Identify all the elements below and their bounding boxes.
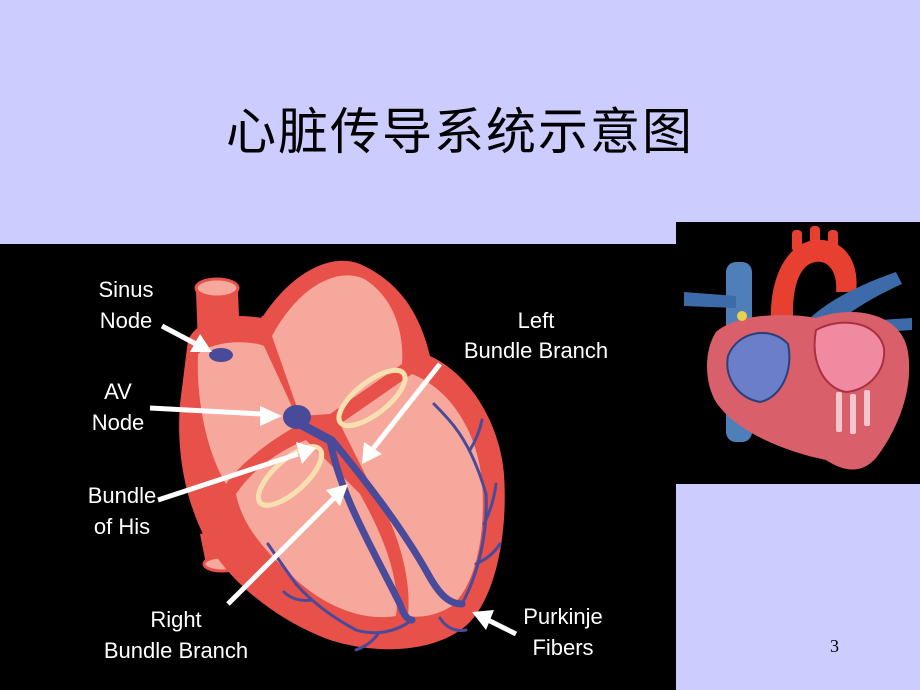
label-sinus-node: Sinus Node [98,277,153,333]
svg-text:AV: AV [104,379,132,404]
papillary-muscles [836,390,870,434]
aortic-arch [770,239,857,332]
svg-text:Bundle Branch: Bundle Branch [104,638,248,663]
arrow-left-bundle-branch [362,362,442,464]
pointer-arrows [149,323,518,637]
left-chamber [813,321,886,394]
svg-text:Sinus: Sinus [98,277,153,302]
svg-text:Right: Right [150,607,201,632]
sa-node-spot [737,311,747,321]
svg-text:Node: Node [100,308,153,333]
superior-vessel-opening [194,277,240,299]
svg-text:Left: Left [518,308,555,333]
purkinje-fibers-network [266,402,502,652]
heart-anatomy-illustration [684,226,912,470]
left-ventricle [340,374,483,617]
right-bundle-branch-path [326,436,416,624]
bundle-of-his [295,419,335,445]
svg-text:of His: of His [94,514,150,539]
right-chamber [726,331,791,404]
svg-text:Bundle: Bundle [88,483,157,508]
left-bundle-branch-path [328,436,466,608]
arrow-right-bundle-branch [226,484,348,606]
heart-conduction-diagram: Sinus Node AV Node Bundle of His Right B… [0,244,676,690]
aortic-branch-1 [792,230,802,252]
label-purkinje-fibers: Purkinje Fibers [523,604,602,660]
aortic-branch-3 [828,230,838,252]
page-number: 3 [830,636,839,656]
label-right-bundle-branch: Right Bundle Branch [104,607,248,663]
page-title: 心脏传导系统示意图 [226,103,694,161]
valve-ring-left [336,367,408,429]
arrow-sinus-node [160,323,212,352]
left-vessel [684,292,736,308]
label-bundle-of-his: Bundle of His [88,483,157,539]
svg-text:Fibers: Fibers [532,635,593,660]
heart-anatomy-inset [676,222,920,484]
label-left-bundle-branch: Left Bundle Branch [464,308,608,363]
arrow-av-node [149,405,282,426]
heart-illustration: Sinus Node AV Node Bundle of His Right B… [88,260,608,663]
svg-text:Node: Node [92,410,145,435]
arrow-purkinje-fibers [472,610,518,637]
valve-ring-right [255,444,325,508]
svg-text:Purkinje: Purkinje [523,604,602,629]
arrow-bundle-of-his [157,442,316,503]
svg-text:Bundle Branch: Bundle Branch [464,338,608,363]
right-ventricle [236,440,397,618]
sinus-node [209,348,233,362]
label-av-node: AV Node [92,379,145,435]
aortic-branch-2 [810,226,820,246]
